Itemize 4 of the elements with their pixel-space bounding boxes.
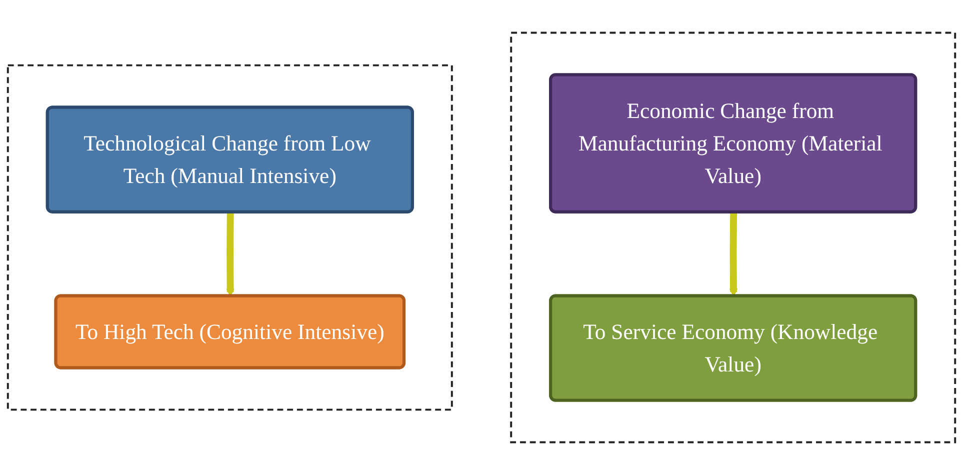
cluster <box>6 64 453 411</box>
arrow <box>226 212 235 297</box>
cluster <box>510 32 956 444</box>
arrow <box>729 212 738 297</box>
